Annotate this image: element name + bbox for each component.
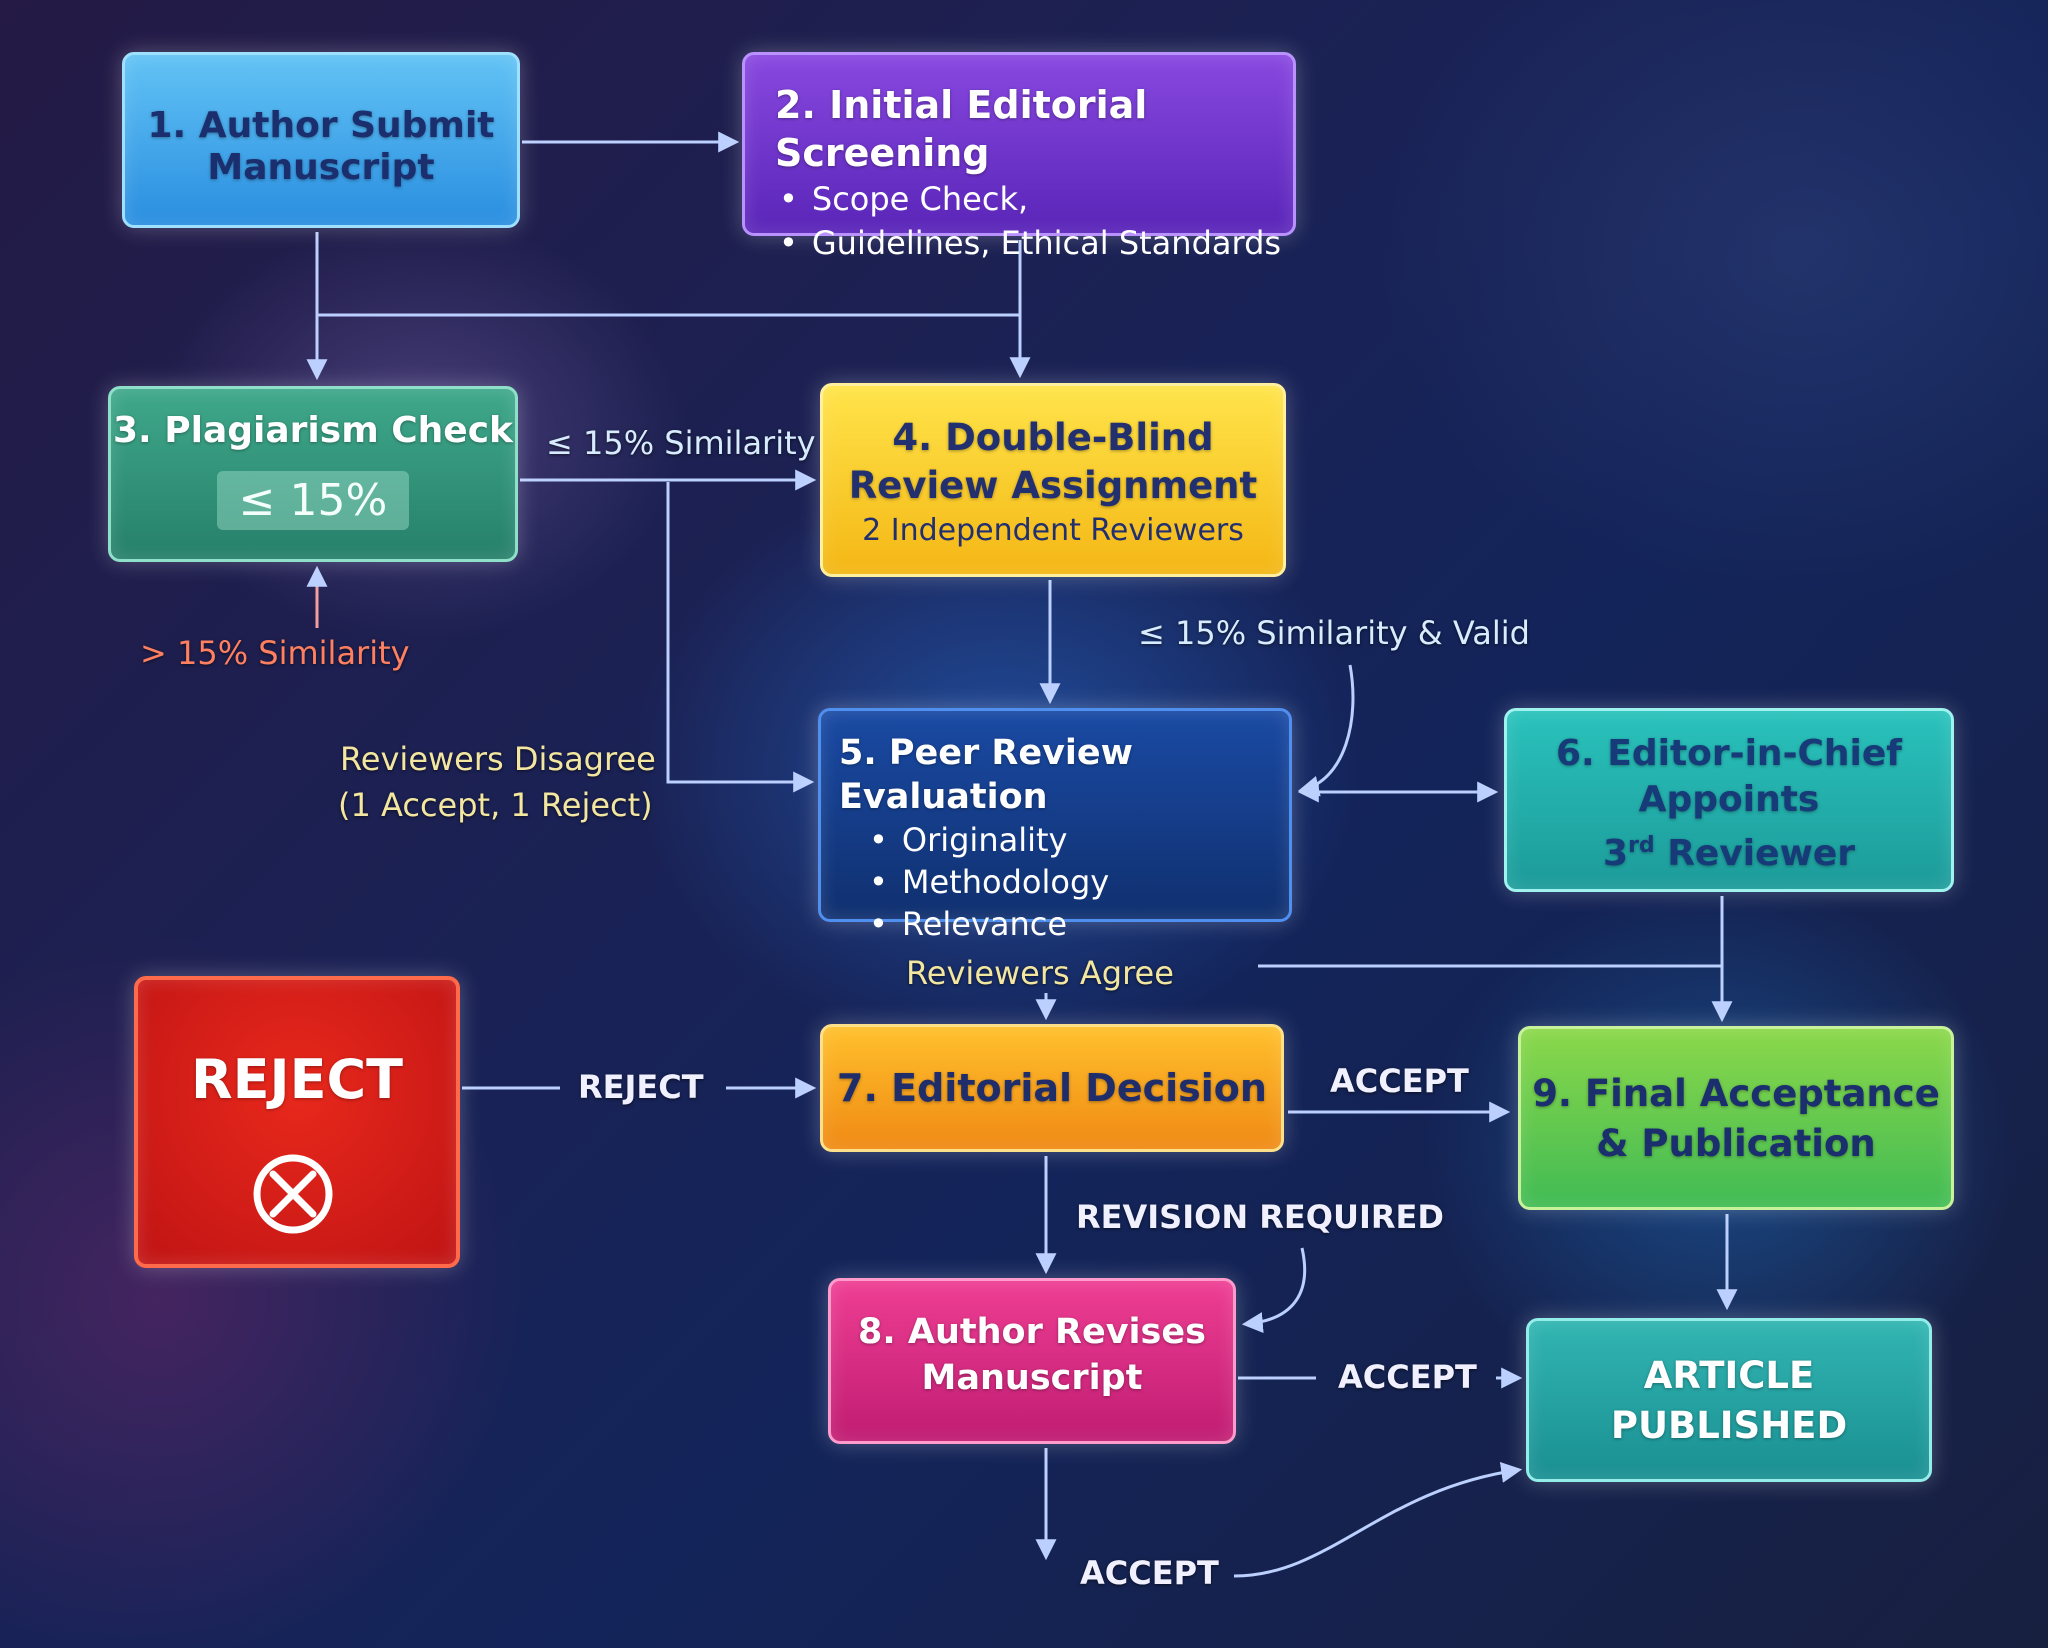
reject-box: REJECT: [134, 976, 460, 1268]
step-initial-screening: 2. Initial Editorial Screening Scope Che…: [742, 52, 1296, 262]
step-6-line-3: Reviewer: [1654, 833, 1855, 874]
step-final-acceptance: 9. Final Acceptance & Publication: [1518, 1026, 1954, 1210]
label-similarity-ok: ≤ 15% Similarity: [546, 424, 816, 462]
step-editor-in-chief: 6. Editor-in-Chief Appoints 3rd Reviewer: [1504, 708, 1954, 892]
step-6-line-2: Appoints: [1638, 779, 1820, 820]
step-plagiarism-check: 3. Plagiarism Check ≤ 15%: [108, 386, 518, 562]
article-published: ARTICLE PUBLISHED: [1526, 1318, 1932, 1482]
step-4-subtitle: 2 Independent Reviewers: [862, 513, 1244, 548]
label-reviewers-disagree: Reviewers Disagree: [340, 740, 656, 778]
step-9-title: 9. Final Acceptance & Publication: [1532, 1072, 1940, 1165]
label-similarity-high: > 15% Similarity: [140, 634, 410, 672]
step-author-submit: 1. Author Submit Manuscript: [122, 52, 520, 228]
step-editorial-decision: 7. Editorial Decision: [820, 1024, 1284, 1152]
threshold-badge: ≤ 15%: [216, 471, 410, 530]
step-7-title: 7. Editorial Decision: [837, 1066, 1267, 1110]
step-1-title: 1. Author Submit Manuscript: [147, 105, 495, 188]
arrow-valid: [1297, 664, 1355, 797]
label-similarity-valid: ≤ 15% Similarity & Valid: [1138, 614, 1530, 652]
step-4-title: 4. Double-Blind Review Assignment: [848, 416, 1258, 507]
step-6-ordinal-suffix: rd: [1628, 833, 1655, 858]
reject-x-circle-icon: [253, 1154, 333, 1234]
step-6-ordinal: 3: [1603, 833, 1629, 874]
step-author-revises: 8. Author Revises Manuscript: [828, 1278, 1236, 1444]
list-item: Guidelines, Ethical Standards: [779, 221, 1293, 265]
list-item: Methodology: [869, 861, 1289, 903]
step-2-title: 2. Initial Editorial Screening: [775, 83, 1148, 175]
label-disagree-detail: (1 Accept, 1 Reject): [338, 786, 653, 824]
label-revision-required: REVISION REQUIRED: [1076, 1198, 1444, 1236]
arrow-revision: [1241, 1247, 1307, 1334]
label-reviewers-agree: Reviewers Agree: [906, 954, 1174, 992]
step-5-title: 5. Peer Review Evaluation: [839, 733, 1133, 817]
label-accept-decision: ACCEPT: [1330, 1062, 1469, 1100]
label-accept-bottom: ACCEPT: [1080, 1554, 1219, 1592]
arrow-bottom-accept: [1233, 1462, 1523, 1578]
list-item: Relevance: [869, 903, 1289, 945]
step-review-assignment: 4. Double-Blind Review Assignment 2 Inde…: [820, 383, 1286, 577]
label-accept-revised: ACCEPT: [1338, 1358, 1477, 1396]
label-reject: REJECT: [578, 1068, 704, 1106]
step-6-title: 6. Editor-in-Chief Appoints 3rd Reviewer: [1507, 711, 1951, 877]
published-title: ARTICLE PUBLISHED: [1610, 1354, 1848, 1447]
step-3-title: 3. Plagiarism Check: [113, 410, 513, 451]
list-item: Scope Check,: [779, 177, 1293, 221]
reject-title: REJECT: [191, 1048, 403, 1111]
list-item: Originality: [869, 819, 1289, 861]
step-8-title: 8. Author Revises Manuscript: [858, 1312, 1206, 1398]
step-peer-review: 5. Peer Review Evaluation Originality Me…: [818, 708, 1292, 943]
arrow-disagree: [666, 482, 815, 793]
step-6-line-1: 6. Editor-in-Chief: [1556, 733, 1902, 774]
